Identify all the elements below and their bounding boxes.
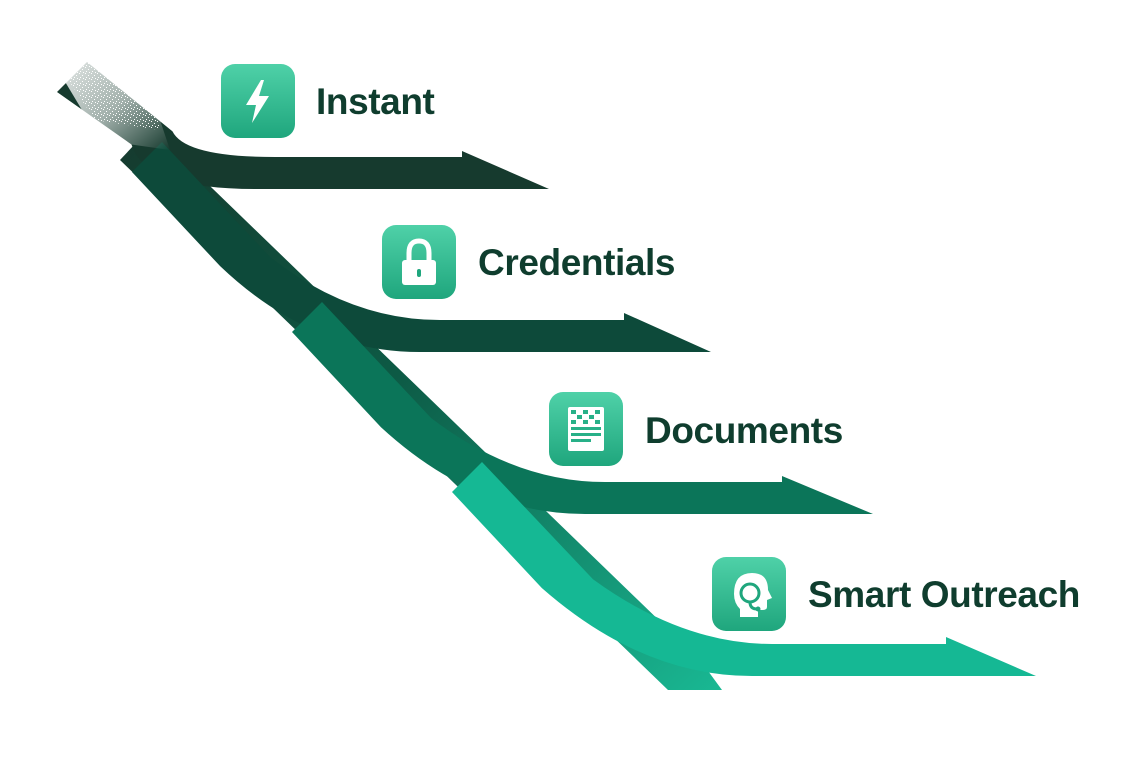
arrow-instant (57, 62, 549, 189)
step-label-smart-outreach: Smart Outreach (808, 574, 1080, 615)
arrow-documents (292, 302, 873, 514)
step-label-credentials: Credentials (478, 242, 675, 283)
arrow-layer (57, 62, 1036, 690)
lightning-bolt-icon (221, 64, 295, 138)
grain-texture (45, 45, 160, 130)
grain-fade (40, 40, 170, 150)
step-label-documents: Documents (645, 410, 843, 451)
step-label-instant: Instant (316, 81, 435, 122)
document-icon (549, 392, 623, 466)
padlock-icon (382, 225, 456, 299)
headset-person-icon (712, 557, 786, 631)
arrow-credentials (132, 142, 711, 352)
arrow-smart-outreach (452, 462, 1036, 676)
